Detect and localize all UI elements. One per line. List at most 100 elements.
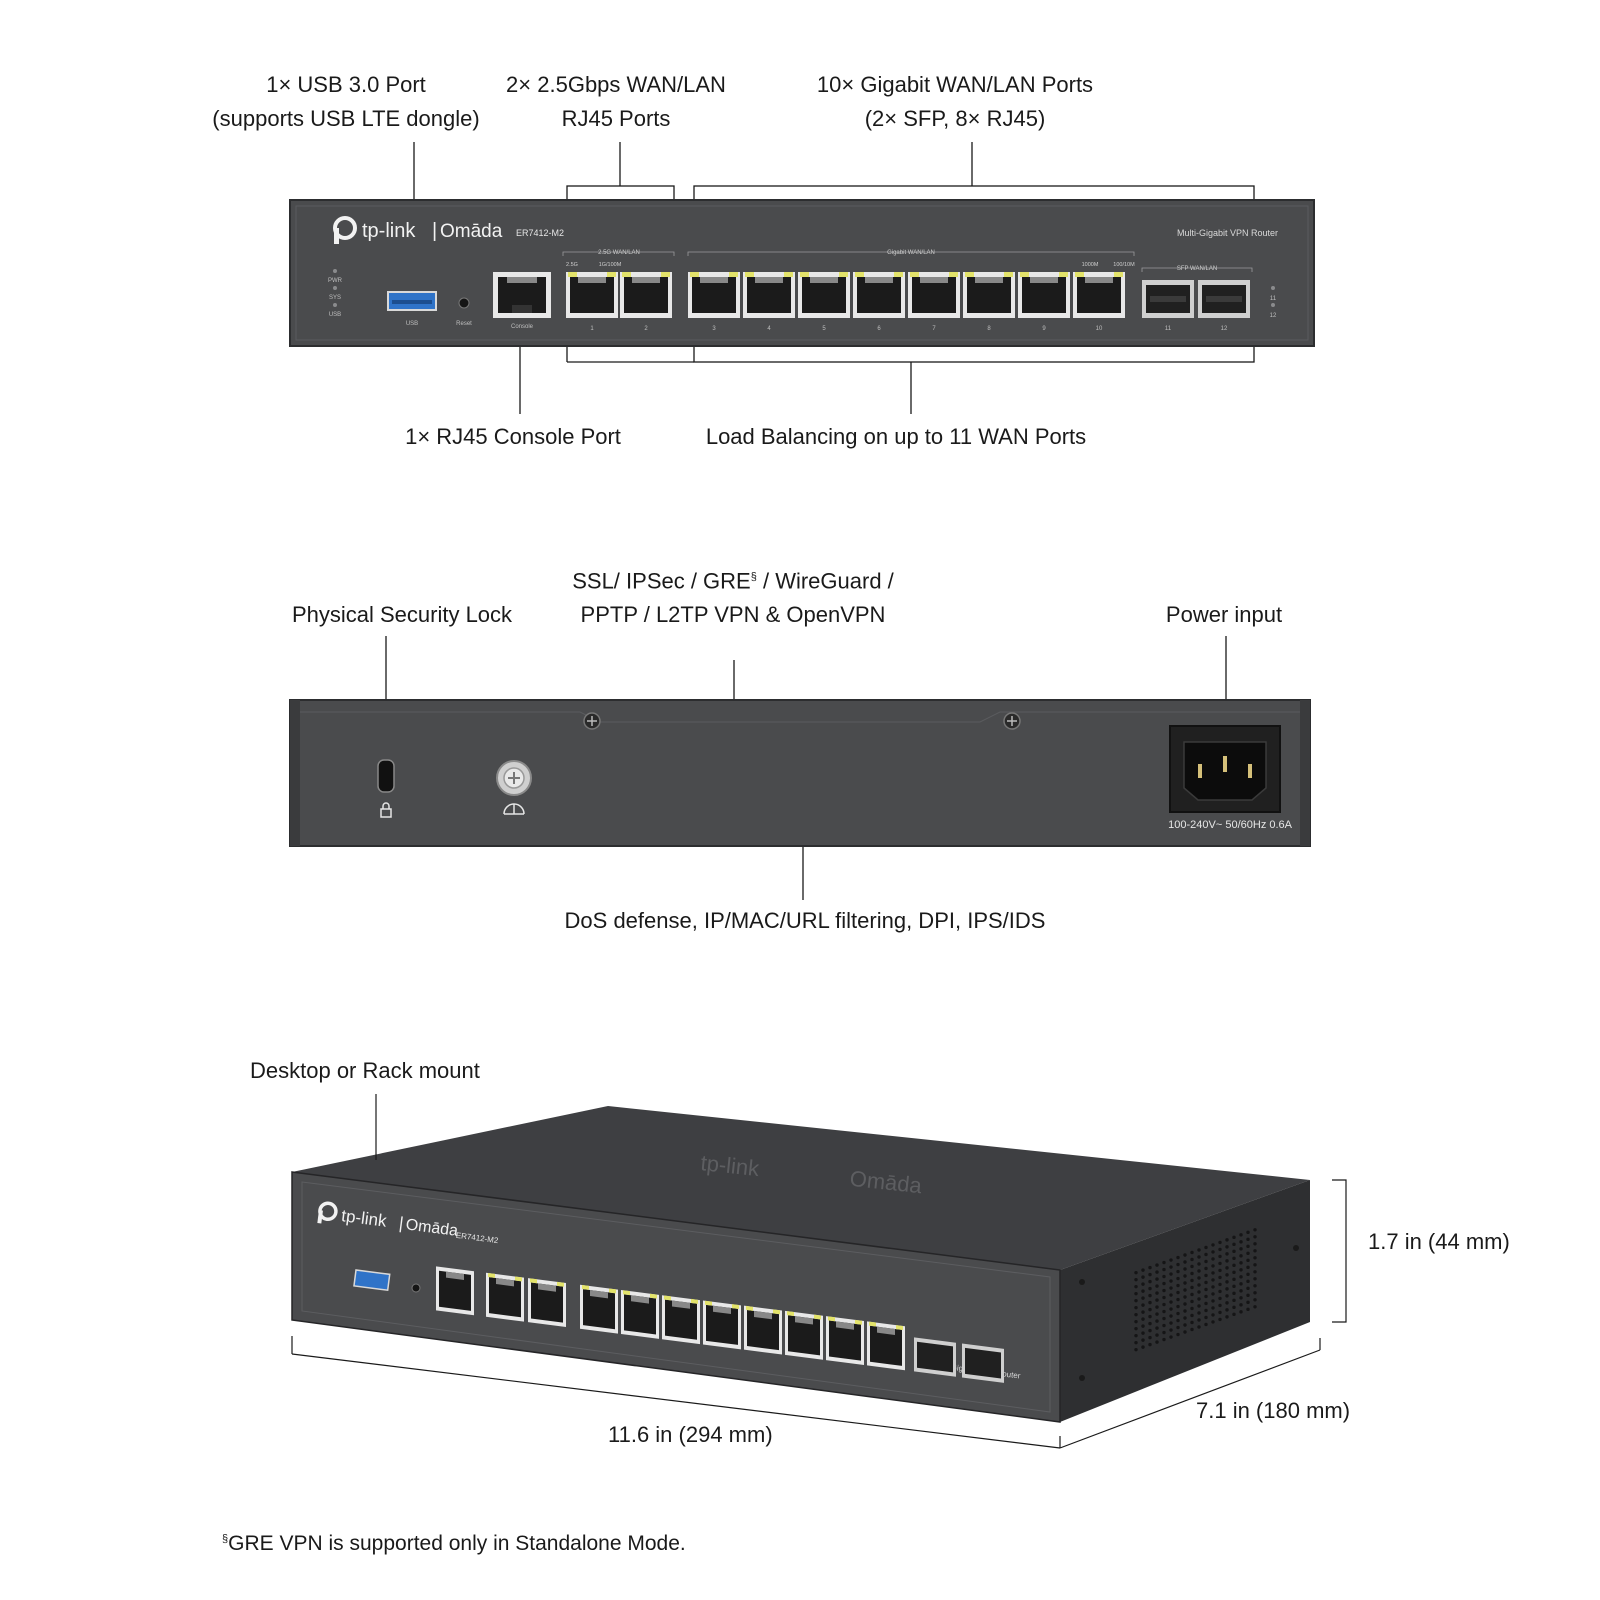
rj45-port-7 xyxy=(908,272,960,318)
port-number-6: 6 xyxy=(877,326,881,332)
port-number-5: 5 xyxy=(822,326,826,332)
gigabit-ports-callout-line2: (2× SFP, 8× RJ45) xyxy=(864,106,1046,131)
persp-rj45-port-9 xyxy=(826,1316,864,1366)
led-label-sys: SYS xyxy=(329,295,341,301)
persp-sfp-cage-11 xyxy=(914,1337,956,1377)
wan-25g-callout: 2× 2.5Gbps WAN/LAN RJ45 Ports xyxy=(496,68,736,136)
port-number-11: 11 xyxy=(1165,326,1172,332)
vpn-callout: SSL/ IPSec / GRE§ / WireGuard / PPTP / L… xyxy=(568,560,898,632)
screw-icon xyxy=(1003,712,1021,730)
wan-25g-callout-line1: 2× 2.5Gbps WAN/LAN xyxy=(506,72,726,97)
footnote-text: GRE VPN is supported only in Standalone … xyxy=(228,1532,686,1555)
footnote-mark: § xyxy=(222,1533,229,1545)
power-inlet xyxy=(1169,725,1281,813)
persp-rj45-port-8 xyxy=(785,1310,823,1360)
reset-label: Reset xyxy=(456,321,472,327)
front-brand: tp-link xyxy=(362,220,416,242)
sfp-led-label-11: 11 xyxy=(1270,296,1277,302)
depth-callout: 7.1 in (180 mm) xyxy=(1196,1398,1351,1423)
rj45-port-4 xyxy=(743,272,795,318)
load-balancing-callout: Load Balancing on up to 11 WAN Ports xyxy=(705,424,1087,449)
rj45-port-3 xyxy=(688,272,740,318)
persp-rj45-port-4 xyxy=(621,1289,659,1339)
mount-callout: Desktop or Rack mount xyxy=(250,1058,480,1083)
footnote: §GRE VPN is supported only in Standalone… xyxy=(222,1532,686,1556)
rj45-port-2 xyxy=(620,272,672,318)
top-brand: tp-link xyxy=(699,1150,761,1181)
persp-usb-port xyxy=(353,1269,391,1292)
usb-port-callout-line1: 1× USB 3.0 Port xyxy=(266,72,426,97)
console-port-callout: 1× RJ45 Console Port xyxy=(405,424,621,449)
sfp-cage-11 xyxy=(1142,280,1194,318)
vpn-callout-line1: SSL/ IPSec / GRE§ / WireGuard / xyxy=(572,568,894,594)
rj45-port-6 xyxy=(853,272,905,318)
persp-rj45-port-5 xyxy=(662,1295,700,1345)
speed-1g100m-label: 1G/100M xyxy=(599,262,622,268)
rj45-port-1 xyxy=(566,272,618,318)
persp-rj45-port-6 xyxy=(703,1300,741,1350)
power-input-callout: Power input xyxy=(1165,602,1283,627)
tp-link-logo-icon xyxy=(333,216,357,244)
side-screw-icon xyxy=(1293,1245,1299,1251)
persp-console-port xyxy=(436,1266,474,1316)
security-lock-callout: Physical Security Lock xyxy=(291,602,513,627)
port-number-4: 4 xyxy=(767,326,771,332)
persp-rj45-port-3 xyxy=(580,1284,618,1334)
port-number-2: 2 xyxy=(644,326,648,332)
rj45-port-8 xyxy=(963,272,1015,318)
led-label-usb: USB xyxy=(329,312,341,318)
vpn-callout-line2: PPTP / L2TP VPN & OpenVPN xyxy=(580,602,886,628)
persp-rj45-port-1 xyxy=(486,1272,524,1322)
persp-divider: | xyxy=(398,1213,405,1232)
port-number-12: 12 xyxy=(1221,326,1228,332)
gigabit-ports-callout-line1: 10× Gigabit WAN/LAN Ports xyxy=(816,72,1094,97)
gigabit-ports-callout: 10× Gigabit WAN/LAN Ports (2× SFP, 8× RJ… xyxy=(810,68,1100,136)
group-brackets xyxy=(562,251,1253,272)
status-leds: PWR SYS USB xyxy=(328,269,343,318)
usb-port-callout-line2: (supports USB LTE dongle) xyxy=(212,106,480,131)
group-gigabit-label: Gigabit WAN/LAN xyxy=(887,250,935,256)
side-vent-grille xyxy=(1134,1228,1257,1352)
group-25g-label: 2.5G WAN/LAN xyxy=(598,250,640,256)
ground-terminal xyxy=(496,760,532,796)
rj45-port-10 xyxy=(1073,272,1125,318)
usb-port-callout: 1× USB 3.0 Port (supports USB LTE dongle… xyxy=(206,68,486,136)
port-number-9: 9 xyxy=(1042,326,1046,332)
led-label-pwr: PWR xyxy=(328,278,343,284)
height-callout: 1.7 in (44 mm) xyxy=(1368,1229,1510,1254)
front-sub-brand: Omāda xyxy=(440,221,503,242)
speed-1000m-label: 1000M xyxy=(1082,262,1099,268)
port-number-3: 3 xyxy=(712,326,716,332)
chassis-top-surface xyxy=(292,1106,1310,1270)
console-label: Console xyxy=(511,324,534,330)
usb-label: USB xyxy=(406,321,418,327)
port-number-7: 7 xyxy=(932,326,936,332)
front-product-type: Multi-Gigabit VPN Router xyxy=(1177,228,1278,238)
console-port xyxy=(493,272,551,318)
port-number-8: 8 xyxy=(987,326,991,332)
dimension-lines xyxy=(291,1094,1347,1449)
power-rating: 100-240V~ 50/60Hz 0.6A xyxy=(1168,819,1293,831)
persp-sfp-cage-12 xyxy=(962,1343,1004,1383)
persp-rj45-port-10 xyxy=(867,1321,905,1371)
top-logo: tp-link Omāda xyxy=(699,1150,923,1198)
rj45-port-5 xyxy=(798,272,850,318)
width-callout: 11.6 in (294 mm) xyxy=(608,1422,773,1447)
security-lock-slot xyxy=(377,759,395,793)
persp-rj45-ports xyxy=(436,1266,1004,1383)
screw-icon xyxy=(583,712,601,730)
side-screw-icon xyxy=(1079,1279,1085,1285)
rj45-port-9 xyxy=(1018,272,1070,318)
sfp-led-label-12: 12 xyxy=(1270,313,1277,319)
wan-25g-callout-line2: RJ45 Ports xyxy=(561,106,671,131)
speed-100-10m-label: 100/10M xyxy=(1113,262,1135,268)
sfp-leds: 11 12 xyxy=(1270,286,1277,319)
port-number-1: 1 xyxy=(590,326,594,332)
persp-reset-button xyxy=(411,1283,421,1293)
persp-rj45-port-7 xyxy=(744,1305,782,1355)
sfp-cage-12 xyxy=(1198,280,1250,318)
persp-rj45-port-2 xyxy=(528,1278,566,1327)
